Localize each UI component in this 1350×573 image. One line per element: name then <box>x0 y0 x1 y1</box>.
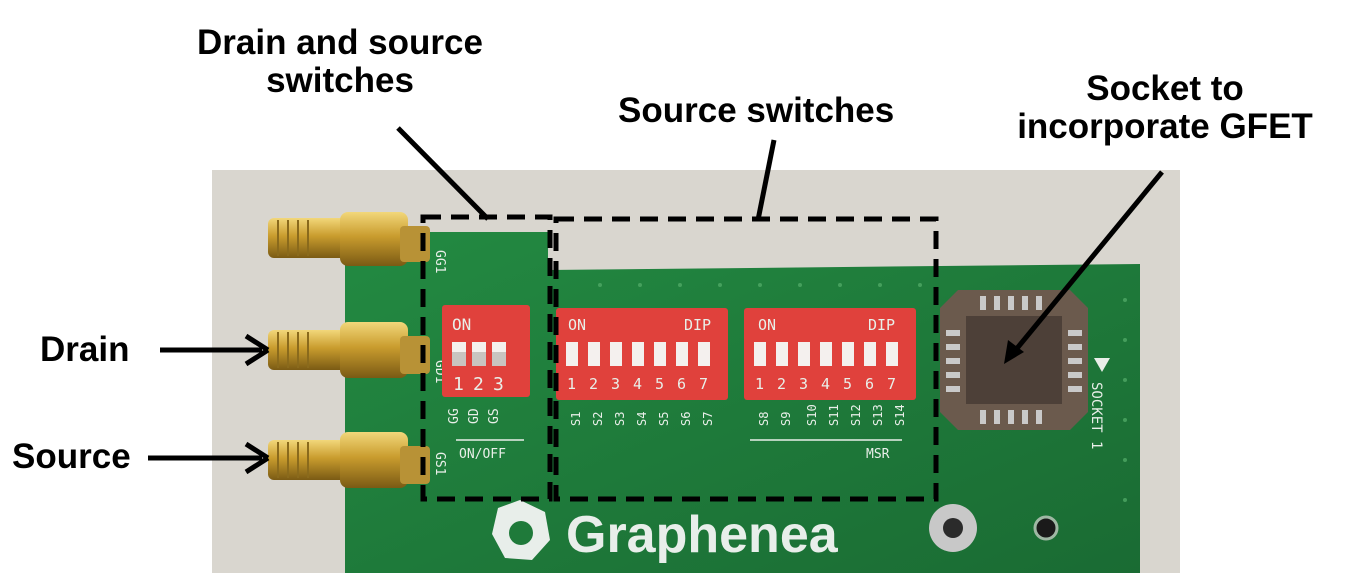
dip3-number-2: 2 <box>777 375 786 393</box>
dip2-number-7: 7 <box>699 375 708 393</box>
socket-label: SOCKET 1 <box>1088 382 1104 449</box>
dip2-signals: S1 S2 S3 S4 S5 S6 S7 <box>569 412 715 426</box>
dip1-signal-gd: GD <box>467 408 482 424</box>
dip1-on-label: ON <box>452 315 471 334</box>
annotation-box-source-switches <box>553 216 939 502</box>
callout-arrow-socket <box>1004 170 1164 364</box>
dip2-on-label: ON <box>568 316 586 334</box>
label-drain-source-line1: Drain and source <box>197 23 483 62</box>
dip1-signal-gs: GS <box>487 408 502 424</box>
dip2-number-6: 6 <box>677 375 686 393</box>
dip2-signal-s7: S7 <box>701 412 715 426</box>
dip3-on-label: ON <box>758 316 776 334</box>
dip-switch-drain-source <box>442 305 530 397</box>
label-socket-line2: incorporate GFET <box>1017 107 1313 146</box>
dip2-signal-s5: S5 <box>657 412 671 426</box>
brand-wordmark: Graphenea <box>566 506 839 564</box>
sma-connector-drain <box>268 322 430 378</box>
graphenea-logo-icon <box>492 500 550 560</box>
label-drain-source-switches: Drain and source switches <box>170 24 510 100</box>
dip3-signal-s12: S12 <box>849 404 863 426</box>
dip3-dip-label: DIP <box>868 316 895 334</box>
dip3-number-3: 3 <box>799 375 808 393</box>
connector-label-gg1: GG1 <box>432 250 447 273</box>
label-source: Source <box>12 437 131 476</box>
dip3-number-7: 7 <box>887 375 896 393</box>
dip3-signal-s11: S11 <box>827 404 841 426</box>
label-drain: Drain <box>40 330 130 369</box>
dip2-number-5: 5 <box>655 375 664 393</box>
dip2-signal-s1: S1 <box>569 412 583 426</box>
dip1-number-3: 3 <box>493 374 504 395</box>
dip1-number-1: 1 <box>453 374 464 395</box>
dip2-signal-s3: S3 <box>613 412 627 426</box>
arrow-source-icon <box>148 441 270 475</box>
label-socket: Socket to incorporate GFET <box>995 70 1335 146</box>
dip3-signal-s8: S8 <box>757 412 771 426</box>
dip2-dip-label: DIP <box>684 316 711 334</box>
arrow-drain-icon <box>160 333 270 367</box>
dip2-number-2: 2 <box>589 375 598 393</box>
dip3-number-1: 1 <box>755 375 764 393</box>
mounting-hole <box>929 504 1059 552</box>
dip3-signal-s14: S14 <box>893 404 907 426</box>
dip3-signal-s13: S13 <box>871 404 885 426</box>
dip-switch-source-s8-s14 <box>744 308 916 400</box>
callout-line-drain-source <box>396 126 490 221</box>
dip3-signals: S8 S9 S10 S11 S12 S13 S14 <box>757 404 907 426</box>
label-source-switches: Source switches <box>618 91 895 130</box>
dip3-signal-s10: S10 <box>805 404 819 426</box>
sma-connector-source <box>268 432 430 488</box>
dip3-number-4: 4 <box>821 375 830 393</box>
dip3-number-6: 6 <box>865 375 874 393</box>
dip2-signal-s2: S2 <box>591 412 605 426</box>
sma-connector-gate <box>268 212 430 266</box>
dip2-number-1: 1 <box>567 375 576 393</box>
dip1-signal-gg: GG <box>447 408 462 424</box>
plcc-socket <box>940 290 1110 430</box>
dip2-signal-s6: S6 <box>679 412 693 426</box>
dip2-numbers: 1 2 3 4 5 6 7 <box>567 375 708 393</box>
dip3-number-5: 5 <box>843 375 852 393</box>
dip1-group-label: ON/OFF <box>459 447 506 462</box>
connector-label-gs1: GS1 <box>432 452 447 475</box>
dip3-signal-s9: S9 <box>779 412 793 426</box>
callout-line-source-switches <box>755 139 777 221</box>
dip-switch-source-s1-s7 <box>556 308 728 400</box>
dip3-numbers: 1 2 3 4 5 6 7 <box>755 375 896 393</box>
label-socket-line1: Socket to <box>1086 69 1244 108</box>
dip2-signal-s4: S4 <box>635 412 649 426</box>
dip3-group-label: MSR <box>866 447 890 462</box>
dip1-number-2: 2 <box>473 374 484 395</box>
label-drain-source-line2: switches <box>266 61 414 100</box>
dip2-number-3: 3 <box>611 375 620 393</box>
dip2-number-4: 4 <box>633 375 642 393</box>
